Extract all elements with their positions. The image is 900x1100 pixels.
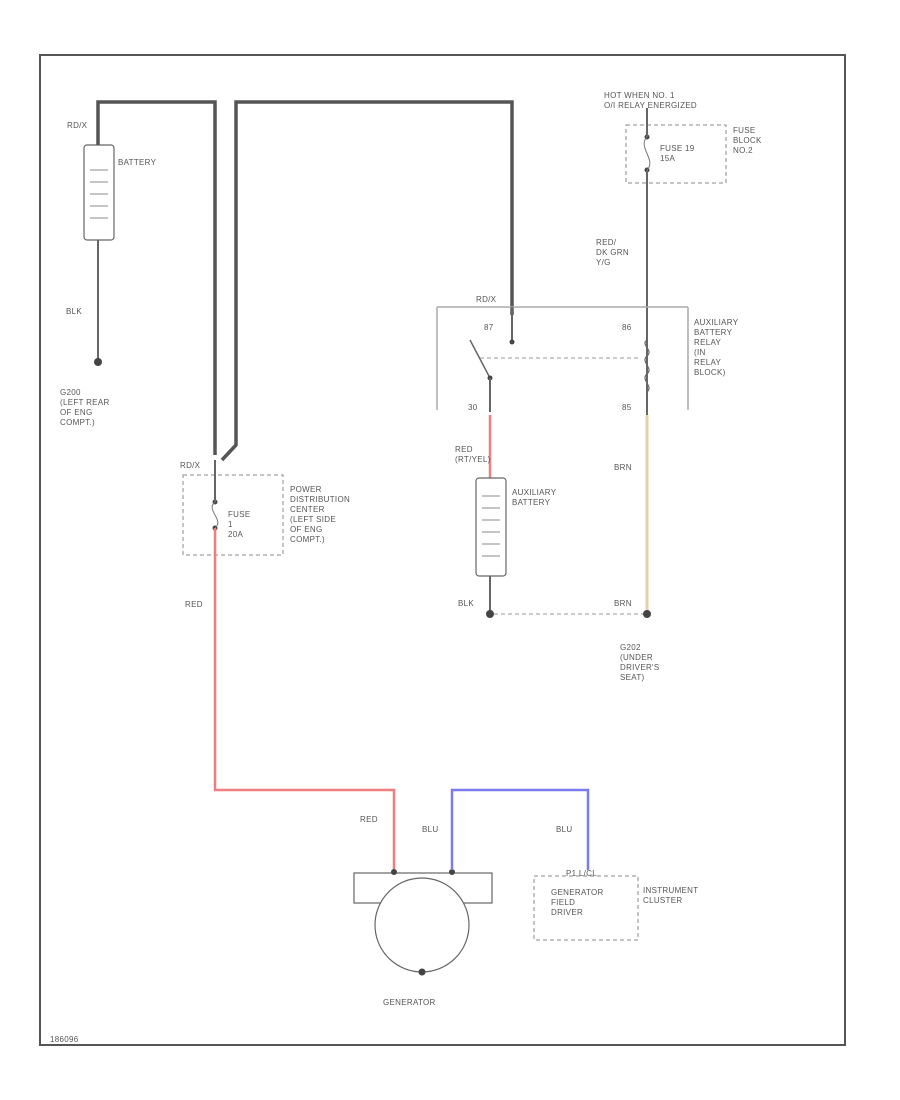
fuse-block-fuse-icon (643, 136, 651, 171)
generator-field-terminal (449, 869, 455, 875)
figure-id: 186096 (50, 1035, 79, 1044)
wire-pdc-to-generator (213, 528, 396, 870)
ground-g202-point (643, 610, 651, 618)
wire-label-relay-out: BRN (614, 463, 632, 472)
relay-pin-86: 86 (622, 323, 632, 332)
relay-pin-85: 85 (622, 403, 632, 412)
relay-pin-87: 87 (484, 323, 494, 332)
relay-pin-30: 30 (468, 403, 478, 412)
generator-label: GENERATOR (383, 998, 436, 1007)
relay-switch-arm (469, 339, 491, 379)
wire-generator-field (450, 788, 590, 870)
relay-coil-icon (644, 339, 650, 393)
main-battery (83, 144, 115, 241)
wire-relay-feed (220, 100, 514, 462)
wire-label-batt-neg: BLK (66, 307, 82, 316)
diagram-frame (39, 54, 846, 1046)
generator-body (374, 877, 470, 973)
wire-label-cluster-field: BLU (556, 825, 572, 834)
wire-label-gen-field: BLU (422, 825, 438, 834)
wire-label-pdc-in: RD/X (180, 461, 201, 470)
wire-label-pdc-out: RED (185, 600, 203, 609)
wire-label-gen-b-plus: RED (360, 815, 378, 824)
pdc-fuse-icon (211, 501, 219, 529)
battery-label: BATTERY (118, 158, 157, 167)
wire-label-aux-batt-pos: RED(RT/YEL) (455, 445, 491, 464)
ground-g200-point (94, 358, 102, 366)
aux-battery-ground-point (486, 610, 494, 618)
wire-label-ground-g202: BRN (614, 599, 632, 608)
wire-battery-positive (96, 100, 217, 455)
cluster-box (533, 875, 639, 941)
pdc-box (182, 474, 284, 556)
relay-contact-87 (509, 339, 515, 345)
cluster-pin-label: P1 L/CL (566, 869, 597, 878)
generator-b-plus-terminal (391, 869, 397, 875)
auxiliary-battery (475, 477, 507, 577)
fuse-block-box (625, 124, 727, 184)
relay-outline (436, 306, 689, 410)
wire-label-relay-in: RD/X (476, 295, 497, 304)
wire-label-batt-pos: RD/X (67, 121, 88, 130)
generator-ground-terminal (418, 968, 426, 976)
wire-label-aux-batt-neg: BLK (458, 599, 474, 608)
